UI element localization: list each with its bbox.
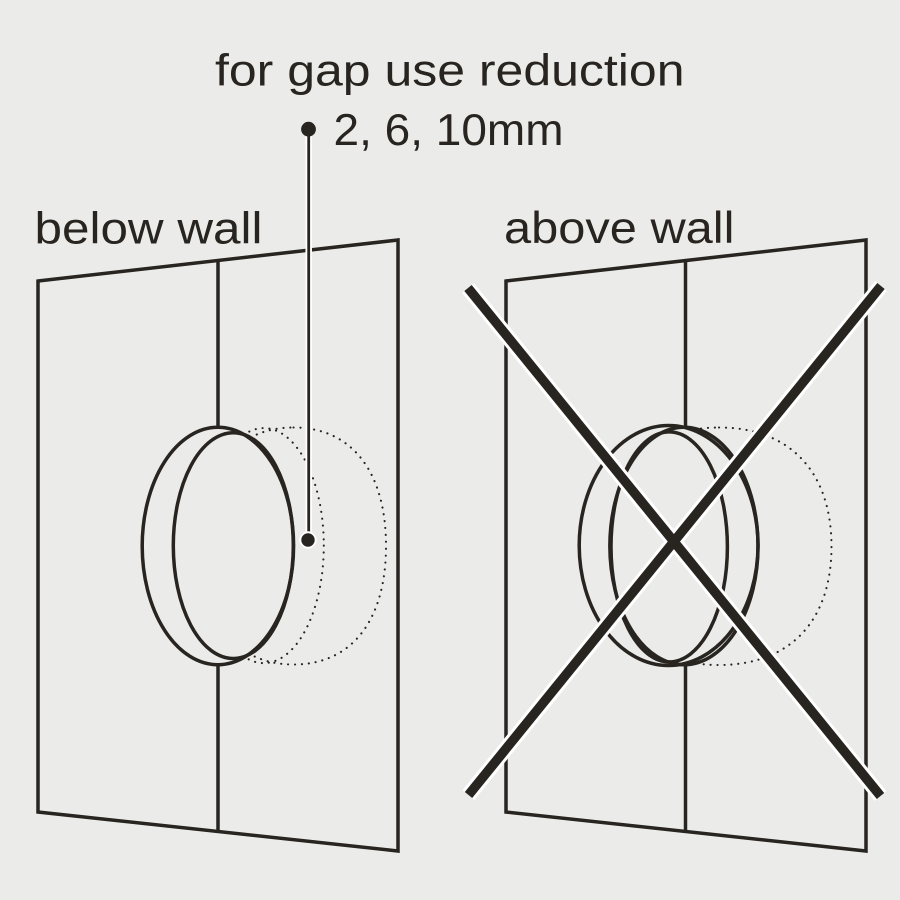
svg-text:2, 6, 10mm: 2, 6, 10mm [334, 106, 564, 155]
svg-text:below wall: below wall [35, 204, 263, 253]
svg-text:above wall: above wall [504, 204, 735, 253]
svg-text:for gap use reduction: for gap use reduction [215, 47, 685, 96]
